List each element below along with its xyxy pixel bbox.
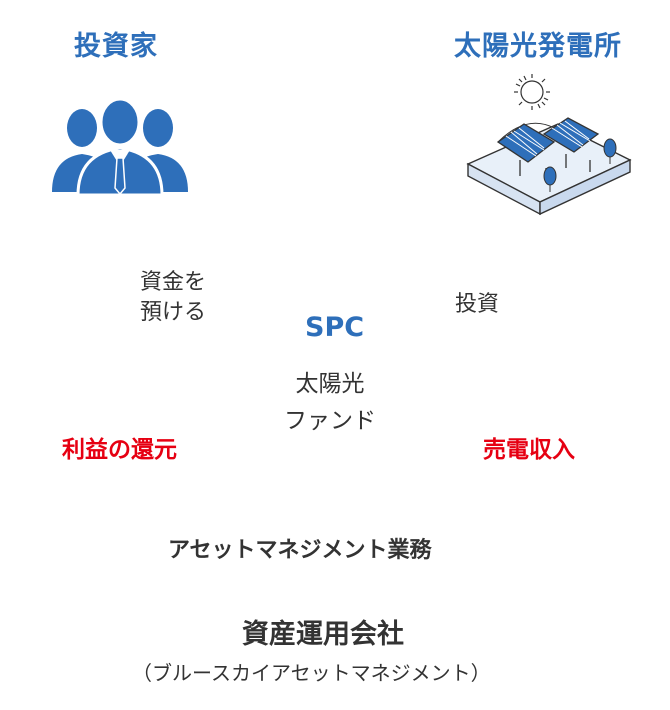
investor-title: 投資家 xyxy=(74,31,158,62)
fund-deposit-line1: 資金を xyxy=(140,270,207,295)
spc-title: SPC xyxy=(305,312,365,343)
solar-plant-title: 太陽光発電所 xyxy=(454,31,622,62)
fund-deposit-line2: 預ける xyxy=(140,300,207,325)
investors-group-icon xyxy=(50,96,190,196)
spc-fund-name: 太陽光 ファンド xyxy=(284,366,376,440)
solar-plant-icon xyxy=(458,72,638,228)
spc-fund-line1: 太陽光 xyxy=(295,371,365,397)
asset-management-company: 資産運用会社 xyxy=(242,619,404,650)
profit-return-label: 利益の還元 xyxy=(62,437,177,463)
spc-fund-line2: ファンド xyxy=(284,408,376,434)
asset-management-service: アセットマネジメント業務 xyxy=(168,538,432,563)
investment-label: 投資 xyxy=(455,292,500,317)
power-revenue-label: 売電収入 xyxy=(483,437,575,463)
fund-deposit-label: 資金を 預ける xyxy=(140,268,206,328)
asset-management-company-note: （ブルースカイアセットマネジメント） xyxy=(132,661,491,685)
